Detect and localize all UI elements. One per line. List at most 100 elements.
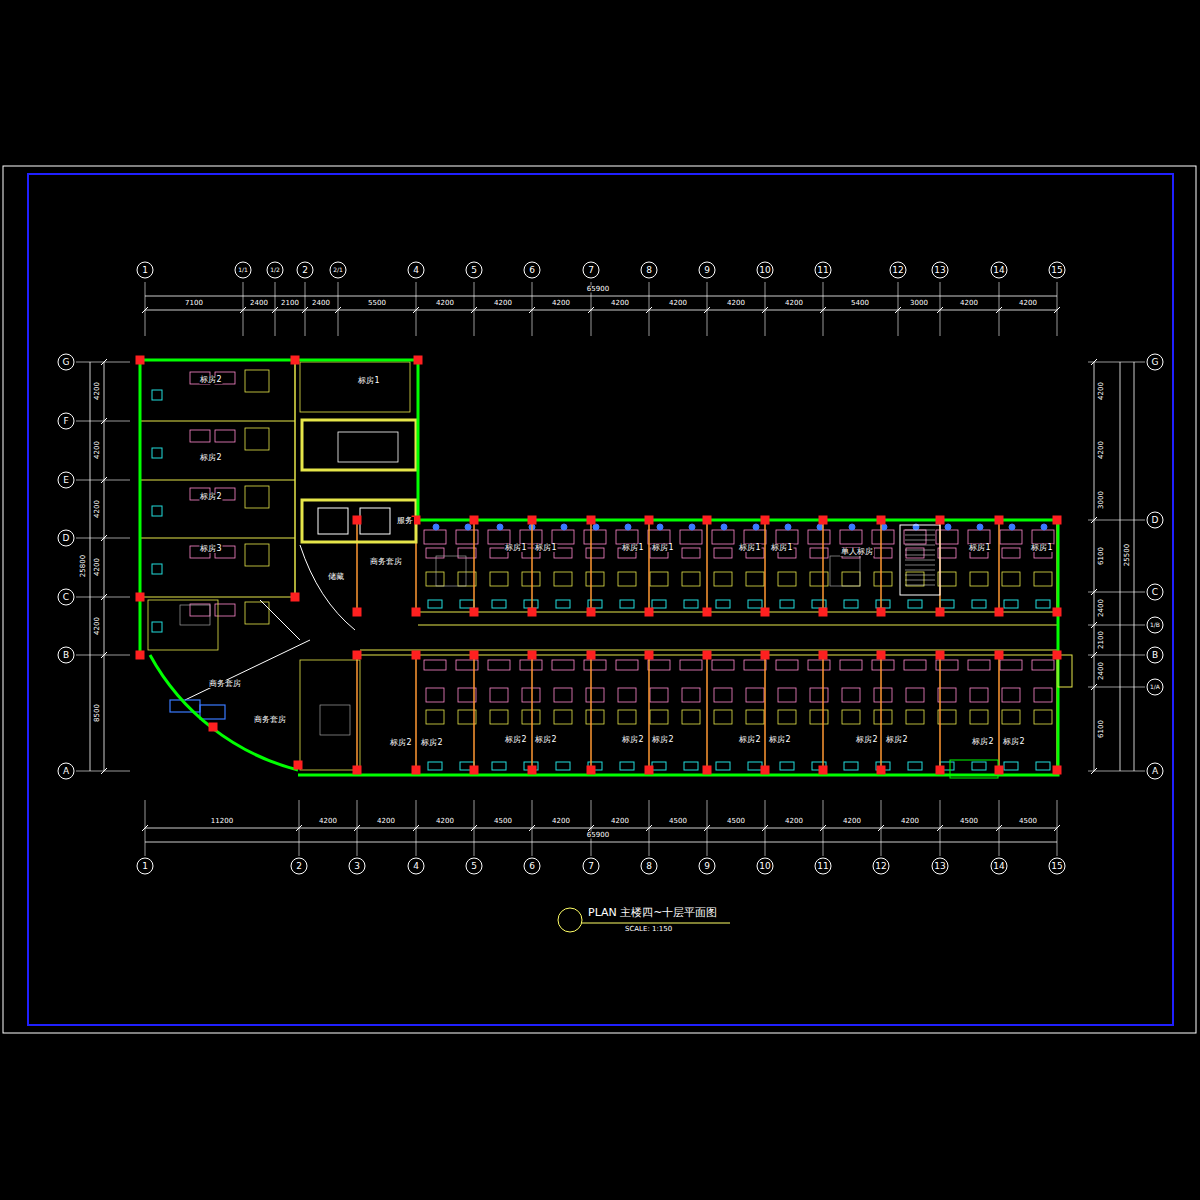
dimension: 4200 bbox=[959, 300, 979, 307]
axis-bubble bbox=[1147, 512, 1163, 528]
bed bbox=[648, 660, 670, 670]
room-name: 标房2 bbox=[199, 493, 222, 501]
room-name: 标房2 bbox=[651, 736, 674, 744]
axis-bubble bbox=[1147, 617, 1163, 633]
axis-label: F bbox=[63, 417, 68, 426]
axis-bubble bbox=[890, 262, 906, 278]
bed bbox=[424, 660, 446, 670]
tick bbox=[335, 307, 341, 313]
axis-bubble bbox=[699, 858, 715, 874]
bathroom bbox=[970, 710, 988, 724]
partition-wall bbox=[706, 520, 708, 612]
bed bbox=[778, 688, 796, 702]
room-name: 商务套房 bbox=[208, 680, 242, 688]
axis-label: D bbox=[63, 534, 70, 543]
room-name: 标房1 bbox=[1030, 544, 1053, 552]
column bbox=[209, 723, 217, 731]
dimension: 4200 bbox=[1098, 440, 1105, 460]
desk bbox=[908, 762, 922, 770]
extension-line bbox=[1088, 520, 1145, 521]
bed bbox=[712, 660, 734, 670]
chair bbox=[152, 564, 162, 574]
axis-label: 13 bbox=[934, 862, 945, 871]
room-name: 商务套房 bbox=[253, 716, 287, 724]
bed bbox=[522, 688, 540, 702]
bathroom bbox=[618, 710, 636, 724]
bathroom bbox=[554, 572, 572, 586]
desk bbox=[556, 762, 570, 770]
dimension: 4200 bbox=[376, 818, 396, 825]
partition-wall bbox=[998, 520, 1000, 612]
bathroom bbox=[906, 572, 924, 586]
dimension: 2400 bbox=[249, 300, 269, 307]
tick bbox=[101, 652, 107, 658]
column bbox=[877, 766, 885, 774]
axis-label: 11 bbox=[817, 266, 828, 275]
chair bbox=[497, 524, 503, 530]
column bbox=[412, 766, 420, 774]
desk bbox=[1036, 762, 1050, 770]
dimension-line bbox=[145, 828, 1057, 829]
axis-bubble bbox=[1147, 584, 1163, 600]
axis-label: 9 bbox=[704, 266, 710, 275]
room-name: 标房2 bbox=[389, 739, 412, 747]
column bbox=[1053, 608, 1061, 616]
dimension: 65900 bbox=[586, 832, 610, 839]
bed bbox=[488, 660, 510, 670]
dimension: 4200 bbox=[668, 300, 688, 307]
dimension: 6100 bbox=[1098, 719, 1105, 739]
dimension: 7100 bbox=[184, 300, 204, 307]
partition-wall bbox=[880, 520, 882, 612]
extension-line bbox=[1088, 362, 1145, 363]
axis-bubble bbox=[991, 262, 1007, 278]
bed bbox=[970, 688, 988, 702]
column bbox=[936, 516, 944, 524]
axis-label: A bbox=[1152, 767, 1158, 776]
bed bbox=[586, 688, 604, 702]
bed bbox=[712, 530, 734, 544]
tick bbox=[1091, 684, 1097, 690]
bathroom bbox=[245, 544, 269, 566]
dimension: 4200 bbox=[610, 300, 630, 307]
axis-bubble bbox=[349, 858, 365, 874]
column bbox=[703, 516, 711, 524]
dimension: 5500 bbox=[367, 300, 387, 307]
partition-wall bbox=[764, 655, 766, 775]
bed bbox=[1000, 660, 1022, 670]
bed bbox=[810, 688, 828, 702]
column bbox=[587, 608, 595, 616]
bathroom bbox=[490, 710, 508, 724]
column bbox=[470, 608, 478, 616]
desk bbox=[716, 600, 730, 608]
axis-bubble bbox=[58, 354, 74, 370]
dimension: 4500 bbox=[1018, 818, 1038, 825]
axis-bubble bbox=[1147, 354, 1163, 370]
column bbox=[353, 608, 361, 616]
stair-tread bbox=[905, 560, 935, 561]
bed bbox=[650, 688, 668, 702]
partition-wall bbox=[185, 600, 310, 700]
dimension: 4200 bbox=[94, 440, 101, 460]
chair bbox=[1041, 524, 1047, 530]
bathroom bbox=[1002, 572, 1020, 586]
tick bbox=[471, 307, 477, 313]
dimension: 4200 bbox=[435, 818, 455, 825]
bed bbox=[616, 660, 638, 670]
bed bbox=[682, 688, 700, 702]
tick bbox=[762, 825, 768, 831]
dimension: 4200 bbox=[493, 300, 513, 307]
tick bbox=[272, 307, 278, 313]
axis-label: 13 bbox=[934, 266, 945, 275]
sheet-border bbox=[3, 166, 1196, 1033]
bathroom bbox=[810, 572, 828, 586]
axis-bubble bbox=[583, 858, 599, 874]
column bbox=[1053, 651, 1061, 659]
bed bbox=[1034, 688, 1052, 702]
desk bbox=[1004, 600, 1018, 608]
stair-tread bbox=[905, 550, 935, 551]
desk bbox=[556, 600, 570, 608]
partition-wall bbox=[356, 655, 358, 775]
axis-label: 2/1 bbox=[333, 267, 343, 273]
tick bbox=[937, 307, 943, 313]
axis-label: B bbox=[63, 651, 69, 660]
